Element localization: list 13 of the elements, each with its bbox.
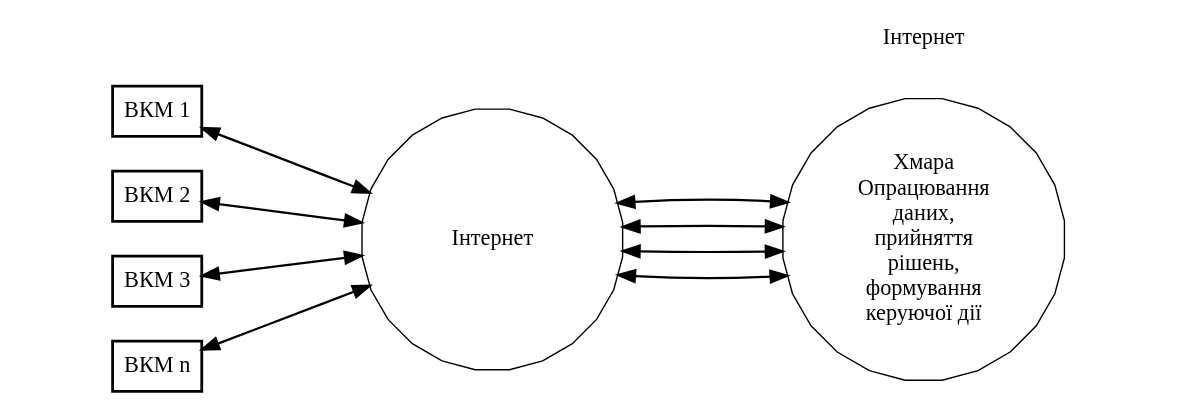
arrow	[198, 284, 373, 351]
arrow	[614, 193, 792, 210]
arrow	[198, 126, 373, 194]
node-box: ВКМ 2	[111, 169, 204, 223]
arrow	[619, 244, 786, 259]
arrow	[198, 250, 366, 281]
arrow	[619, 218, 786, 234]
arrow	[614, 268, 791, 285]
node-box: ВКМ 3	[111, 254, 204, 308]
node-box: ВКМ n	[111, 339, 204, 393]
arrow	[198, 196, 366, 228]
label: Інтернет	[882, 24, 965, 50]
node-box: ВКМ 1	[111, 84, 204, 138]
